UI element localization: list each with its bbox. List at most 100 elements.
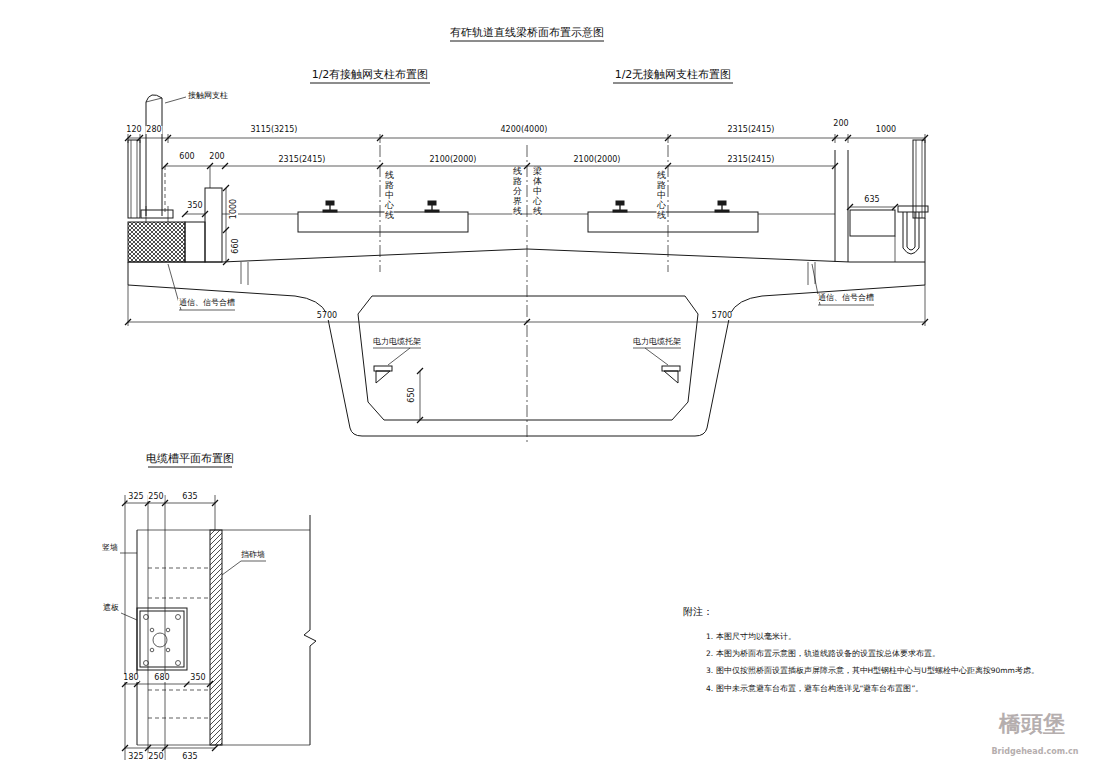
cable-bracket-arm	[376, 371, 390, 383]
dimension-text: 250	[147, 493, 164, 501]
ballast-wall-hatch	[210, 530, 222, 745]
label-underline	[179, 310, 235, 311]
part-label: 竖墙	[101, 544, 119, 552]
cable-bracket	[662, 366, 680, 371]
drawing-title: 有砟轨道直线梁桥面布置示意图	[449, 27, 605, 38]
extension-line	[210, 166, 211, 188]
dimension-text: 600	[178, 153, 195, 161]
dimension-text: 325	[127, 493, 144, 501]
rail-head	[616, 201, 624, 205]
trough-cover	[850, 210, 895, 236]
rail-web	[721, 205, 722, 210]
plan-line	[137, 745, 310, 746]
dimension-text: 635	[181, 753, 198, 761]
dimension-tick	[122, 745, 128, 751]
dimension-text: 350	[186, 202, 203, 210]
dimension-tick	[524, 319, 530, 325]
bolt	[150, 628, 154, 632]
bolt	[166, 648, 170, 652]
ballast-wall	[848, 150, 849, 262]
bolt	[176, 661, 181, 666]
rail-web	[619, 205, 620, 210]
dimension-text: 650	[408, 386, 416, 403]
barrier-post	[128, 140, 140, 218]
rail-foot	[323, 210, 337, 212]
dimension-tick	[162, 745, 168, 751]
center-line	[380, 145, 381, 272]
dimension-text: 2315(2415)	[727, 126, 776, 134]
dimension-text: 325	[127, 753, 144, 761]
pole-cut	[146, 98, 162, 102]
bolt	[144, 661, 149, 666]
ballast-wall	[835, 150, 836, 262]
bolt	[144, 615, 149, 620]
plan-line	[137, 530, 310, 531]
extension-line	[215, 495, 216, 530]
rail-head	[718, 201, 726, 205]
dimension-text: 2100(2000)	[573, 156, 622, 164]
dimension-text: 635	[863, 196, 880, 204]
axis-label: 线路中心线	[385, 171, 394, 220]
dimension-text: 2315(2415)	[727, 156, 776, 164]
hatched-concrete	[128, 222, 185, 262]
pole-base-plate	[140, 611, 184, 667]
leader-line	[120, 553, 137, 554]
dimension-line	[125, 748, 215, 749]
plan-line	[165, 495, 166, 760]
label-underline	[633, 348, 681, 349]
extension-line	[848, 134, 849, 143]
part-label: 通信、信号合槽	[817, 294, 875, 302]
barrier-line	[131, 140, 132, 218]
label-underline	[373, 348, 421, 349]
dimension-text: 280	[145, 126, 162, 134]
heading-underline	[310, 83, 430, 84]
dimension-text: 180	[122, 674, 139, 682]
rail-web	[431, 205, 432, 210]
sleeper	[298, 212, 468, 232]
part-label: 接触网支柱	[187, 92, 229, 100]
label-underline	[818, 305, 874, 306]
cable-trough	[185, 222, 205, 262]
extension-line	[125, 495, 126, 760]
deck-top	[128, 249, 925, 262]
deck-edge	[925, 218, 926, 262]
cable-bracket	[374, 366, 392, 371]
ballast-line	[758, 214, 835, 215]
bolt	[150, 648, 154, 652]
anchor-bolt	[168, 206, 169, 222]
extension-line	[668, 134, 669, 143]
dimension-tick	[222, 163, 228, 169]
center-line	[527, 145, 528, 445]
heading-underline	[613, 83, 733, 84]
cover-joint	[148, 598, 210, 599]
extension-line	[128, 285, 129, 326]
dimension-text: 2315(2415)	[278, 156, 327, 164]
extension-line	[380, 134, 381, 143]
dimension-tick	[182, 211, 188, 217]
rail-foot	[613, 210, 627, 212]
dimension-text: 5700	[316, 312, 338, 320]
view-heading: 1/2有接触网支柱布置图	[311, 69, 430, 80]
rail-head	[428, 201, 436, 205]
drip-stub	[248, 262, 249, 285]
u-bolt	[903, 212, 919, 254]
dimension-text: 660	[232, 237, 240, 254]
cover-joint	[148, 718, 210, 719]
dimension-text: 200	[832, 120, 849, 128]
dimension-line	[165, 166, 835, 167]
label-underline	[241, 561, 266, 562]
dimension-text: 350	[189, 674, 206, 682]
pole-base-plate	[137, 608, 187, 670]
dimension-text: 680	[153, 674, 170, 682]
base-plate	[898, 206, 928, 212]
rail-head	[326, 201, 334, 205]
rail-web	[329, 205, 330, 210]
dimension-tick	[417, 368, 423, 374]
sleeper	[588, 212, 758, 232]
dimension-tick	[847, 204, 853, 210]
dimension-text: 4200(4000)	[500, 126, 549, 134]
dimension-tick	[145, 745, 151, 751]
dimension-text: 120	[125, 126, 142, 134]
